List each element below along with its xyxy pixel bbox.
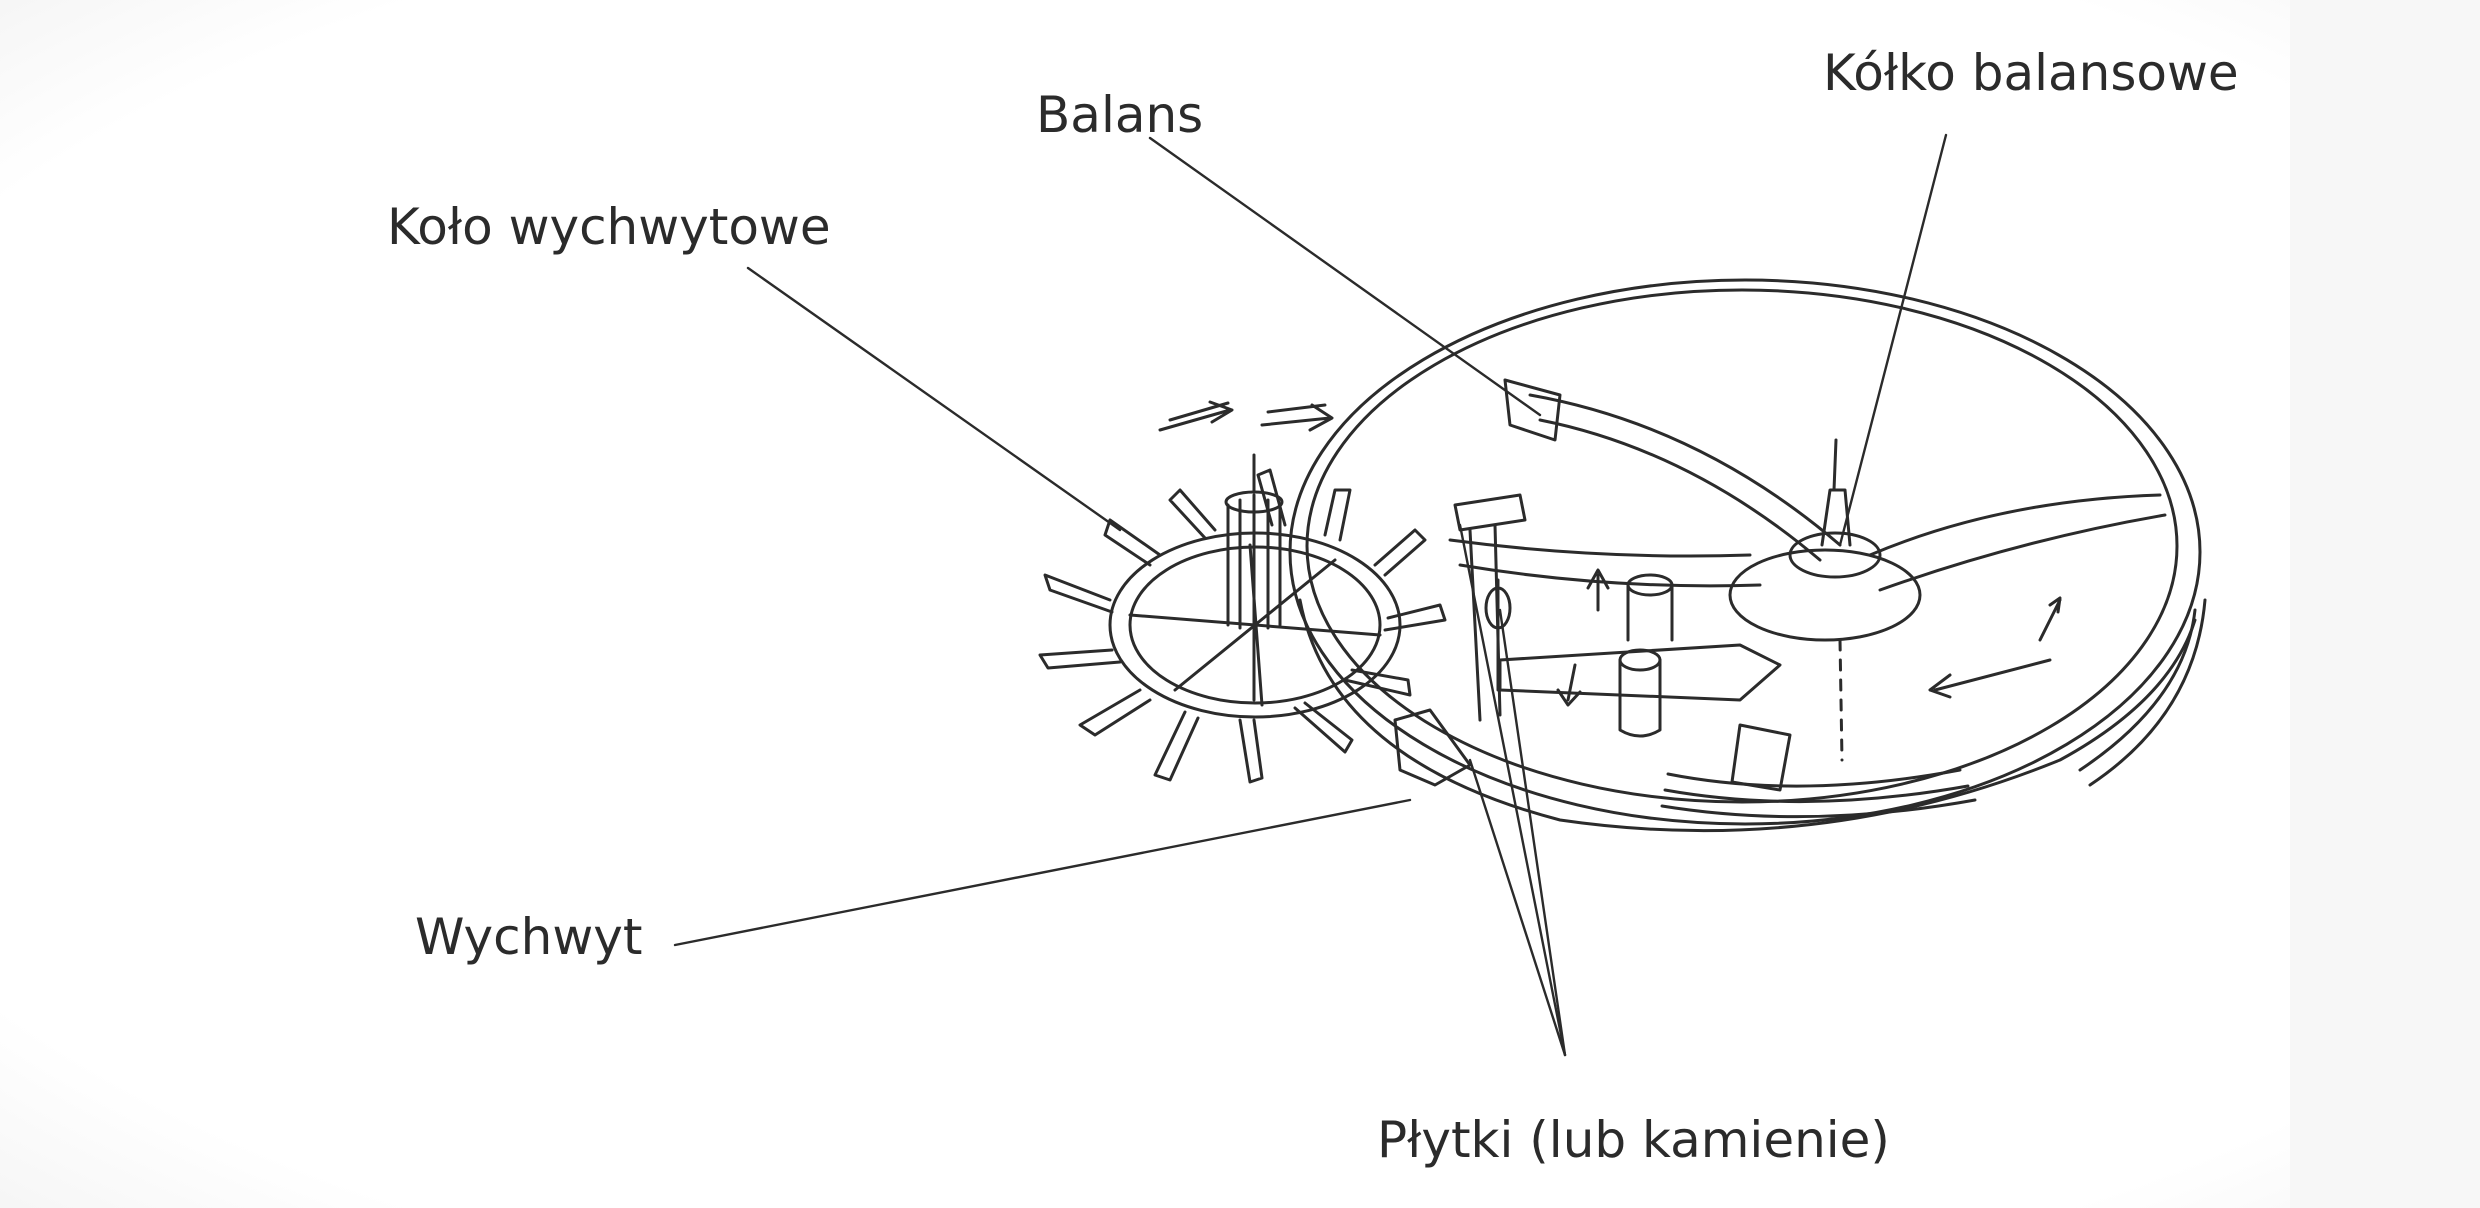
pallet-entry-jewel (1453, 493, 1527, 532)
balance-staff-lower (1838, 638, 1844, 762)
balance-spoke-right (1868, 493, 2167, 592)
balance-rim-inner (1305, 288, 2179, 804)
leader-plytki-3 (1498, 608, 1567, 1057)
pillar-body-a (1626, 583, 1674, 642)
leader-lines (673, 133, 1948, 1057)
balance-roller (1728, 548, 1922, 642)
balance-spoke-upper (1528, 393, 1842, 562)
balance-rim-thickness-3 (2088, 598, 2207, 787)
escape-wheel-teeth (1038, 468, 1447, 784)
balance-arrow-oscillation (1928, 596, 2062, 699)
balance-rim-thickness-2 (2078, 608, 2197, 772)
balance-rim-outer (1288, 278, 2202, 826)
leader-kolo-wychwytowe (746, 266, 1122, 532)
balance-arrow-down (1556, 663, 1582, 707)
balance-wheel (1288, 278, 2207, 833)
balance-spoke-left (1448, 538, 1762, 588)
label-kolko-balansowe: Kółko balansowe (1823, 44, 2239, 102)
leader-wychwyt (673, 798, 1412, 947)
balance-rim-edge-band (1660, 768, 1977, 819)
leader-kolko-balansowe (1838, 133, 1948, 547)
balance-rim-thickness (1298, 598, 2197, 833)
balance-collet (1788, 531, 1882, 579)
label-kolo-wychwytowe: Koło wychwytowe (387, 198, 831, 256)
escape-wheel (1038, 400, 1447, 784)
leader-plytki-2 (1458, 523, 1567, 1057)
scan-right-margin (2290, 0, 2480, 1208)
regulator-block (1503, 378, 1562, 442)
label-plytki: Płytki (lub kamienie) (1377, 1111, 1890, 1169)
pillar-body-b (1618, 658, 1662, 738)
leader-plytki-1 (1468, 758, 1567, 1057)
leader-balans (1148, 136, 1542, 417)
escape-arrow-2 (1260, 403, 1334, 432)
label-wychwyt: Wychwyt (415, 908, 643, 966)
pallet-exit-jewel (1393, 708, 1472, 787)
escape-wheel-pinion (1226, 493, 1282, 632)
bridge-plate (1730, 723, 1792, 792)
balance-arrow-up (1586, 568, 1610, 612)
label-balans: Balans (1036, 86, 1204, 144)
pallet-lever (1393, 493, 1527, 787)
escape-arrow-1 (1158, 400, 1234, 432)
